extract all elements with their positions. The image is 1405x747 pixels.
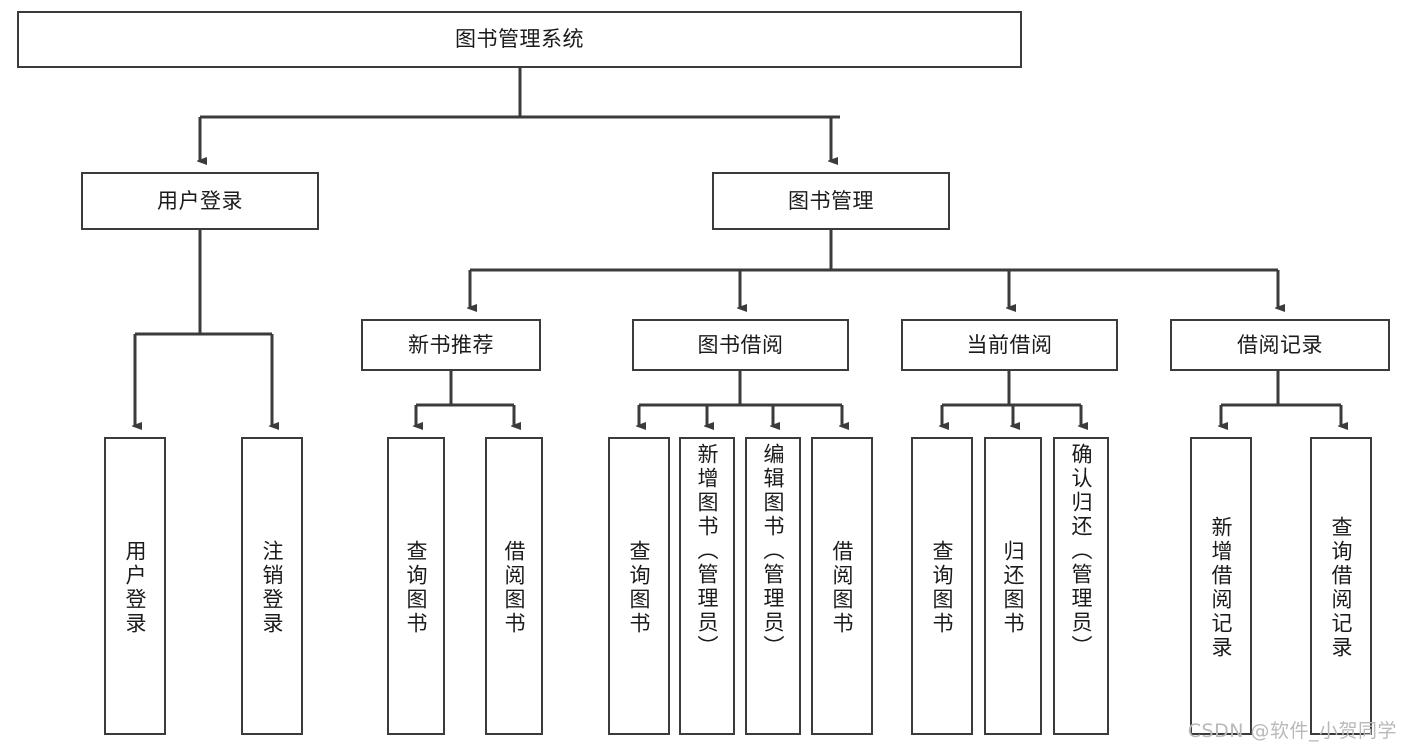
node-leaf-borrow-book-1[interactable]: 借阅图书 (485, 437, 543, 735)
node-book-borrow[interactable]: 图书借阅 (632, 319, 849, 371)
node-leaf-query-book-3[interactable]: 查询图书 (911, 437, 973, 735)
node-leaf-logout-label: 注销登录 (260, 540, 285, 636)
node-leaf-add-record[interactable]: 新增借阅记录 (1190, 437, 1252, 735)
node-leaf-user-login[interactable]: 用户登录 (104, 437, 166, 735)
node-user-login-label: 用户登录 (157, 188, 243, 213)
node-leaf-query-book-2-label: 查询图书 (627, 540, 652, 636)
node-user-login[interactable]: 用户登录 (81, 172, 319, 230)
node-leaf-add-record-label: 新增借阅记录 (1209, 516, 1234, 660)
node-leaf-edit-book[interactable]: 编辑图书（管理员） (745, 437, 801, 735)
node-leaf-query-record-label: 查询借阅记录 (1329, 516, 1354, 660)
node-leaf-query-record[interactable]: 查询借阅记录 (1310, 437, 1372, 735)
node-leaf-query-book-1[interactable]: 查询图书 (387, 437, 445, 735)
node-current-borrow[interactable]: 当前借阅 (901, 319, 1118, 371)
node-leaf-user-login-label: 用户登录 (123, 540, 148, 636)
node-new-book-recommend[interactable]: 新书推荐 (361, 319, 541, 371)
node-leaf-edit-book-label: 编辑图书（管理员） (761, 443, 786, 659)
node-leaf-query-book-3-label: 查询图书 (930, 540, 955, 636)
node-new-book-recommend-label: 新书推荐 (408, 332, 494, 357)
node-leaf-confirm-return[interactable]: 确认归还（管理员） (1053, 437, 1109, 735)
node-current-borrow-label: 当前借阅 (966, 332, 1053, 357)
node-leaf-add-book[interactable]: 新增图书（管理员） (679, 437, 735, 735)
node-leaf-borrow-book-2[interactable]: 借阅图书 (811, 437, 873, 735)
node-root-label: 图书管理系统 (455, 27, 584, 52)
node-book-manage[interactable]: 图书管理 (712, 172, 950, 230)
node-leaf-return-book[interactable]: 归还图书 (984, 437, 1042, 735)
node-leaf-add-book-label: 新增图书（管理员） (695, 443, 720, 659)
node-borrow-record[interactable]: 借阅记录 (1170, 319, 1390, 371)
node-leaf-query-book-2[interactable]: 查询图书 (608, 437, 670, 735)
node-root[interactable]: 图书管理系统 (17, 11, 1022, 68)
node-leaf-borrow-book-1-label: 借阅图书 (502, 540, 527, 636)
node-leaf-borrow-book-2-label: 借阅图书 (830, 540, 855, 636)
node-leaf-logout[interactable]: 注销登录 (241, 437, 303, 735)
node-leaf-confirm-return-label: 确认归还（管理员） (1069, 443, 1094, 659)
node-book-borrow-label: 图书借阅 (697, 332, 784, 357)
node-book-manage-label: 图书管理 (788, 188, 874, 213)
node-borrow-record-label: 借阅记录 (1237, 332, 1323, 357)
node-leaf-return-book-label: 归还图书 (1001, 540, 1026, 636)
node-leaf-query-book-1-label: 查询图书 (404, 540, 429, 636)
